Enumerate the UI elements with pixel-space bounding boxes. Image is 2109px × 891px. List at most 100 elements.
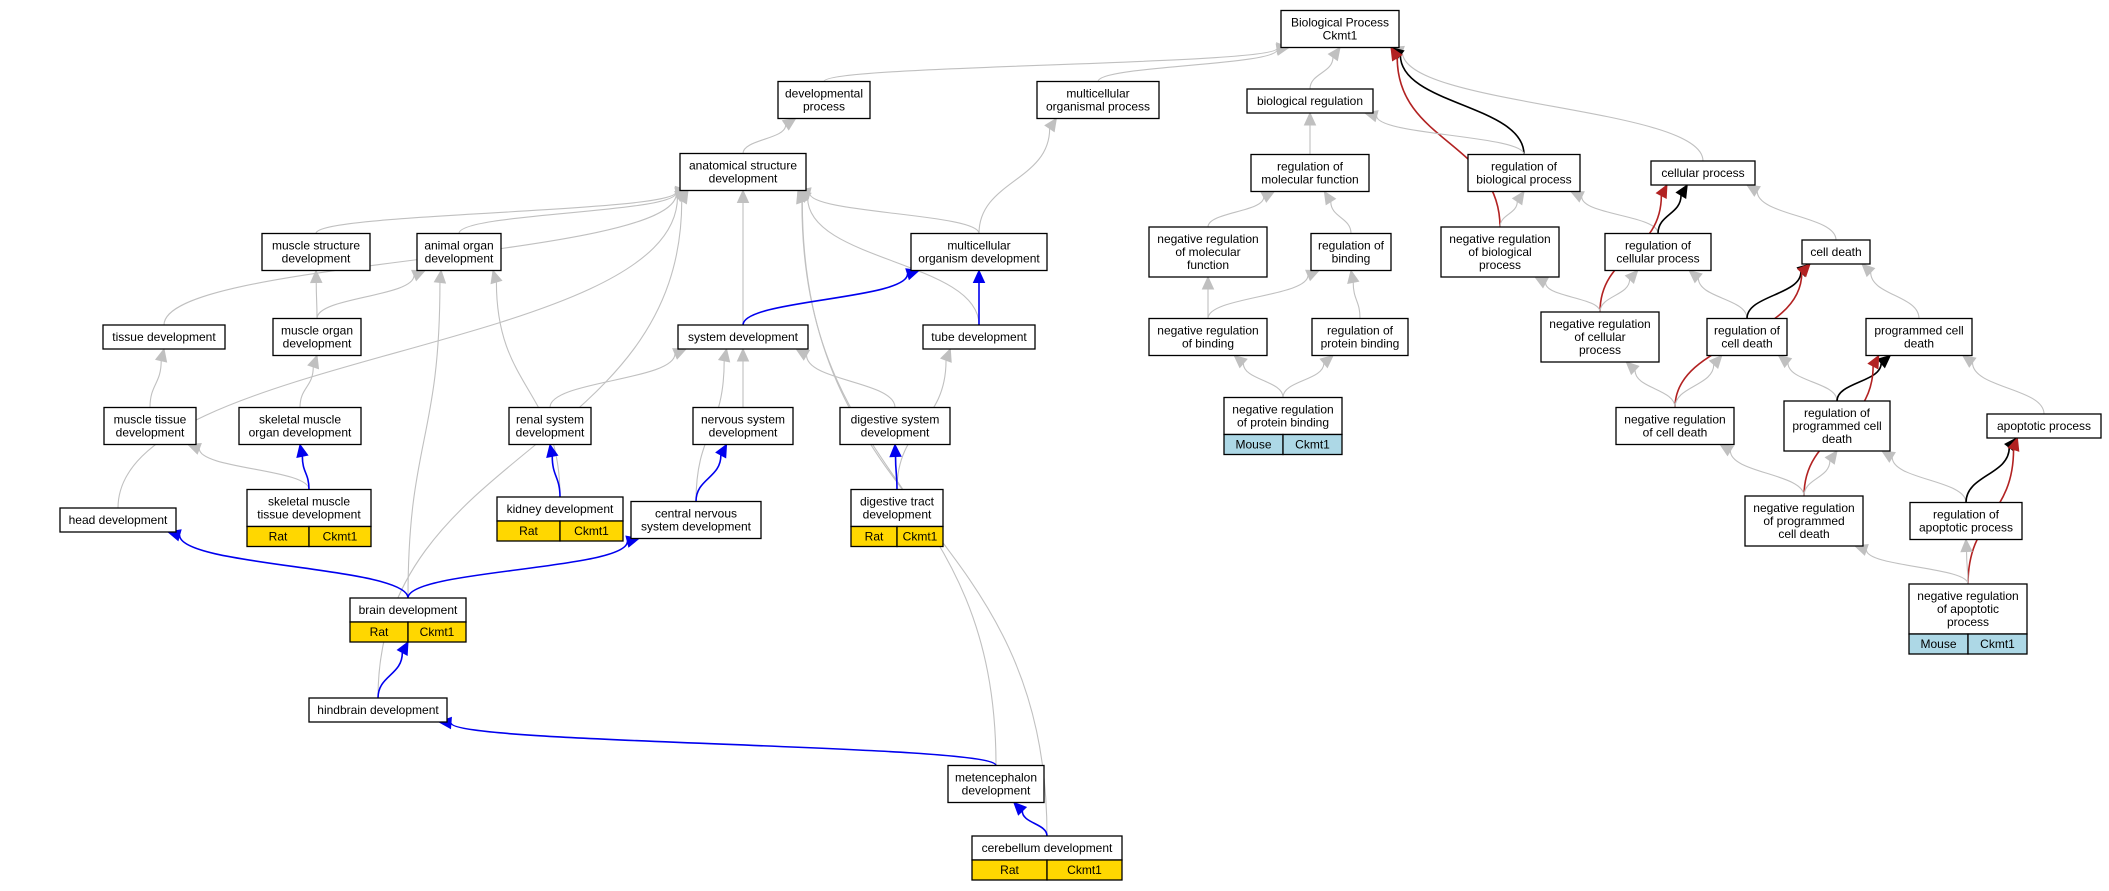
edge-line [1674, 364, 1715, 408]
edge-arrowhead [1233, 354, 1248, 369]
term-label-line: of molecular [1175, 245, 1240, 259]
term-label-line: binding [1332, 252, 1371, 266]
term-label-line: muscle organ [281, 324, 353, 338]
edge-part-of [437, 716, 997, 767]
edge-is-a [1533, 276, 1601, 313]
term-label-line: negative regulation [1549, 317, 1650, 331]
edge-arrowhead [1303, 111, 1317, 126]
term-box [1467, 153, 1581, 193]
edge-line [1021, 810, 1048, 837]
gene-label: Ckmt1 [574, 524, 609, 538]
term-box [238, 406, 362, 446]
go-term-head-development: head development [59, 507, 177, 533]
term-label-line: hindbrain development [317, 703, 439, 717]
edge-line [551, 456, 561, 498]
term-box [922, 324, 1036, 350]
term-box [677, 324, 809, 350]
term-box [947, 764, 1045, 804]
edge-line [1545, 282, 1601, 313]
term-box [508, 406, 592, 446]
edge-arrowhead [1876, 354, 1892, 369]
edge-line [1634, 370, 1676, 408]
term-box [850, 488, 944, 528]
term-label-line: of protein binding [1237, 416, 1329, 430]
edge-line [978, 128, 1051, 234]
term-label-line: head development [69, 513, 168, 527]
term-label-line: cerebellum development [982, 841, 1113, 855]
term-box [1801, 239, 1871, 265]
term-label-line: regulation of [1277, 160, 1344, 174]
term-label-line: cell death [1721, 337, 1772, 351]
edge-is-a [1282, 354, 1334, 398]
term-label-line: cellular process [1661, 166, 1744, 180]
edge-arrowhead [1624, 269, 1639, 284]
edge-line [1746, 271, 1802, 319]
term-box [1036, 80, 1160, 120]
edge-line [549, 353, 676, 408]
edge-is-a [1097, 43, 1291, 83]
gene-cell [1046, 859, 1123, 881]
species-label: Mouse [1235, 438, 1271, 452]
edge-is-a [1745, 184, 1837, 241]
edge-arrowhead [1777, 354, 1793, 369]
gene-label: Ckmt1 [1067, 863, 1102, 877]
go-term-cellular-process: cellular process [1650, 160, 1756, 186]
edge-is-a [1960, 538, 1973, 585]
term-label-line: negative regulation [1917, 589, 2018, 603]
edge-is-a [1389, 45, 1704, 162]
edge-is-a [1207, 190, 1276, 228]
gene-cell [308, 525, 372, 548]
edge-part-of [407, 535, 641, 599]
term-label-line: cell death [1810, 245, 1861, 259]
edge-arrowhead [717, 347, 731, 363]
edge-part-of [889, 443, 902, 490]
edge-line [1401, 51, 1704, 162]
term-label-line: of programmed [1763, 514, 1844, 528]
edge-arrowhead [715, 443, 728, 459]
edge-is-a [309, 269, 323, 319]
edge-line [315, 191, 677, 234]
edge-regulates [1657, 183, 1688, 234]
term-label-line: process [1947, 615, 1989, 629]
term-box [630, 500, 762, 540]
edge-arrowhead [939, 347, 952, 363]
term-box [1246, 88, 1374, 114]
term-label-line: skeletal muscle [259, 413, 341, 427]
term-label-line: development [282, 252, 351, 266]
edge-line [1207, 197, 1265, 228]
edge-line [742, 273, 909, 326]
node-layer: Biological ProcessCkmt1developmentalproc… [59, 9, 2102, 881]
term-label-line: metencephalon [955, 771, 1037, 785]
edge-line [407, 282, 441, 599]
edge-is-a [736, 347, 750, 408]
term-label-line: renal system [516, 413, 584, 427]
edge-is-a [1599, 269, 1639, 313]
edge-is-a [978, 117, 1058, 234]
term-label-line: process [1479, 258, 1521, 272]
term-label-line: multicellular [1066, 87, 1129, 101]
edge-part-of [377, 640, 409, 699]
edge-arrowhead [1319, 354, 1334, 369]
term-label-line: anatomical structure [689, 159, 797, 173]
term-label-line: organismal process [1046, 100, 1150, 114]
edge-is-a [1961, 354, 2045, 415]
term-label-line: skeletal muscle [268, 495, 350, 509]
edge-line [1803, 460, 1831, 497]
edge-is-a [1625, 361, 1676, 408]
edge-line [807, 197, 980, 326]
term-label-line: regulation of [1318, 239, 1385, 253]
edge-is-a [1803, 450, 1838, 497]
edge-arrowhead [1880, 450, 1896, 463]
term-label-line: development [516, 426, 585, 440]
term-box [1280, 9, 1400, 49]
edge-negatively-regulates [1390, 46, 1501, 228]
edge-line [1376, 115, 1525, 155]
